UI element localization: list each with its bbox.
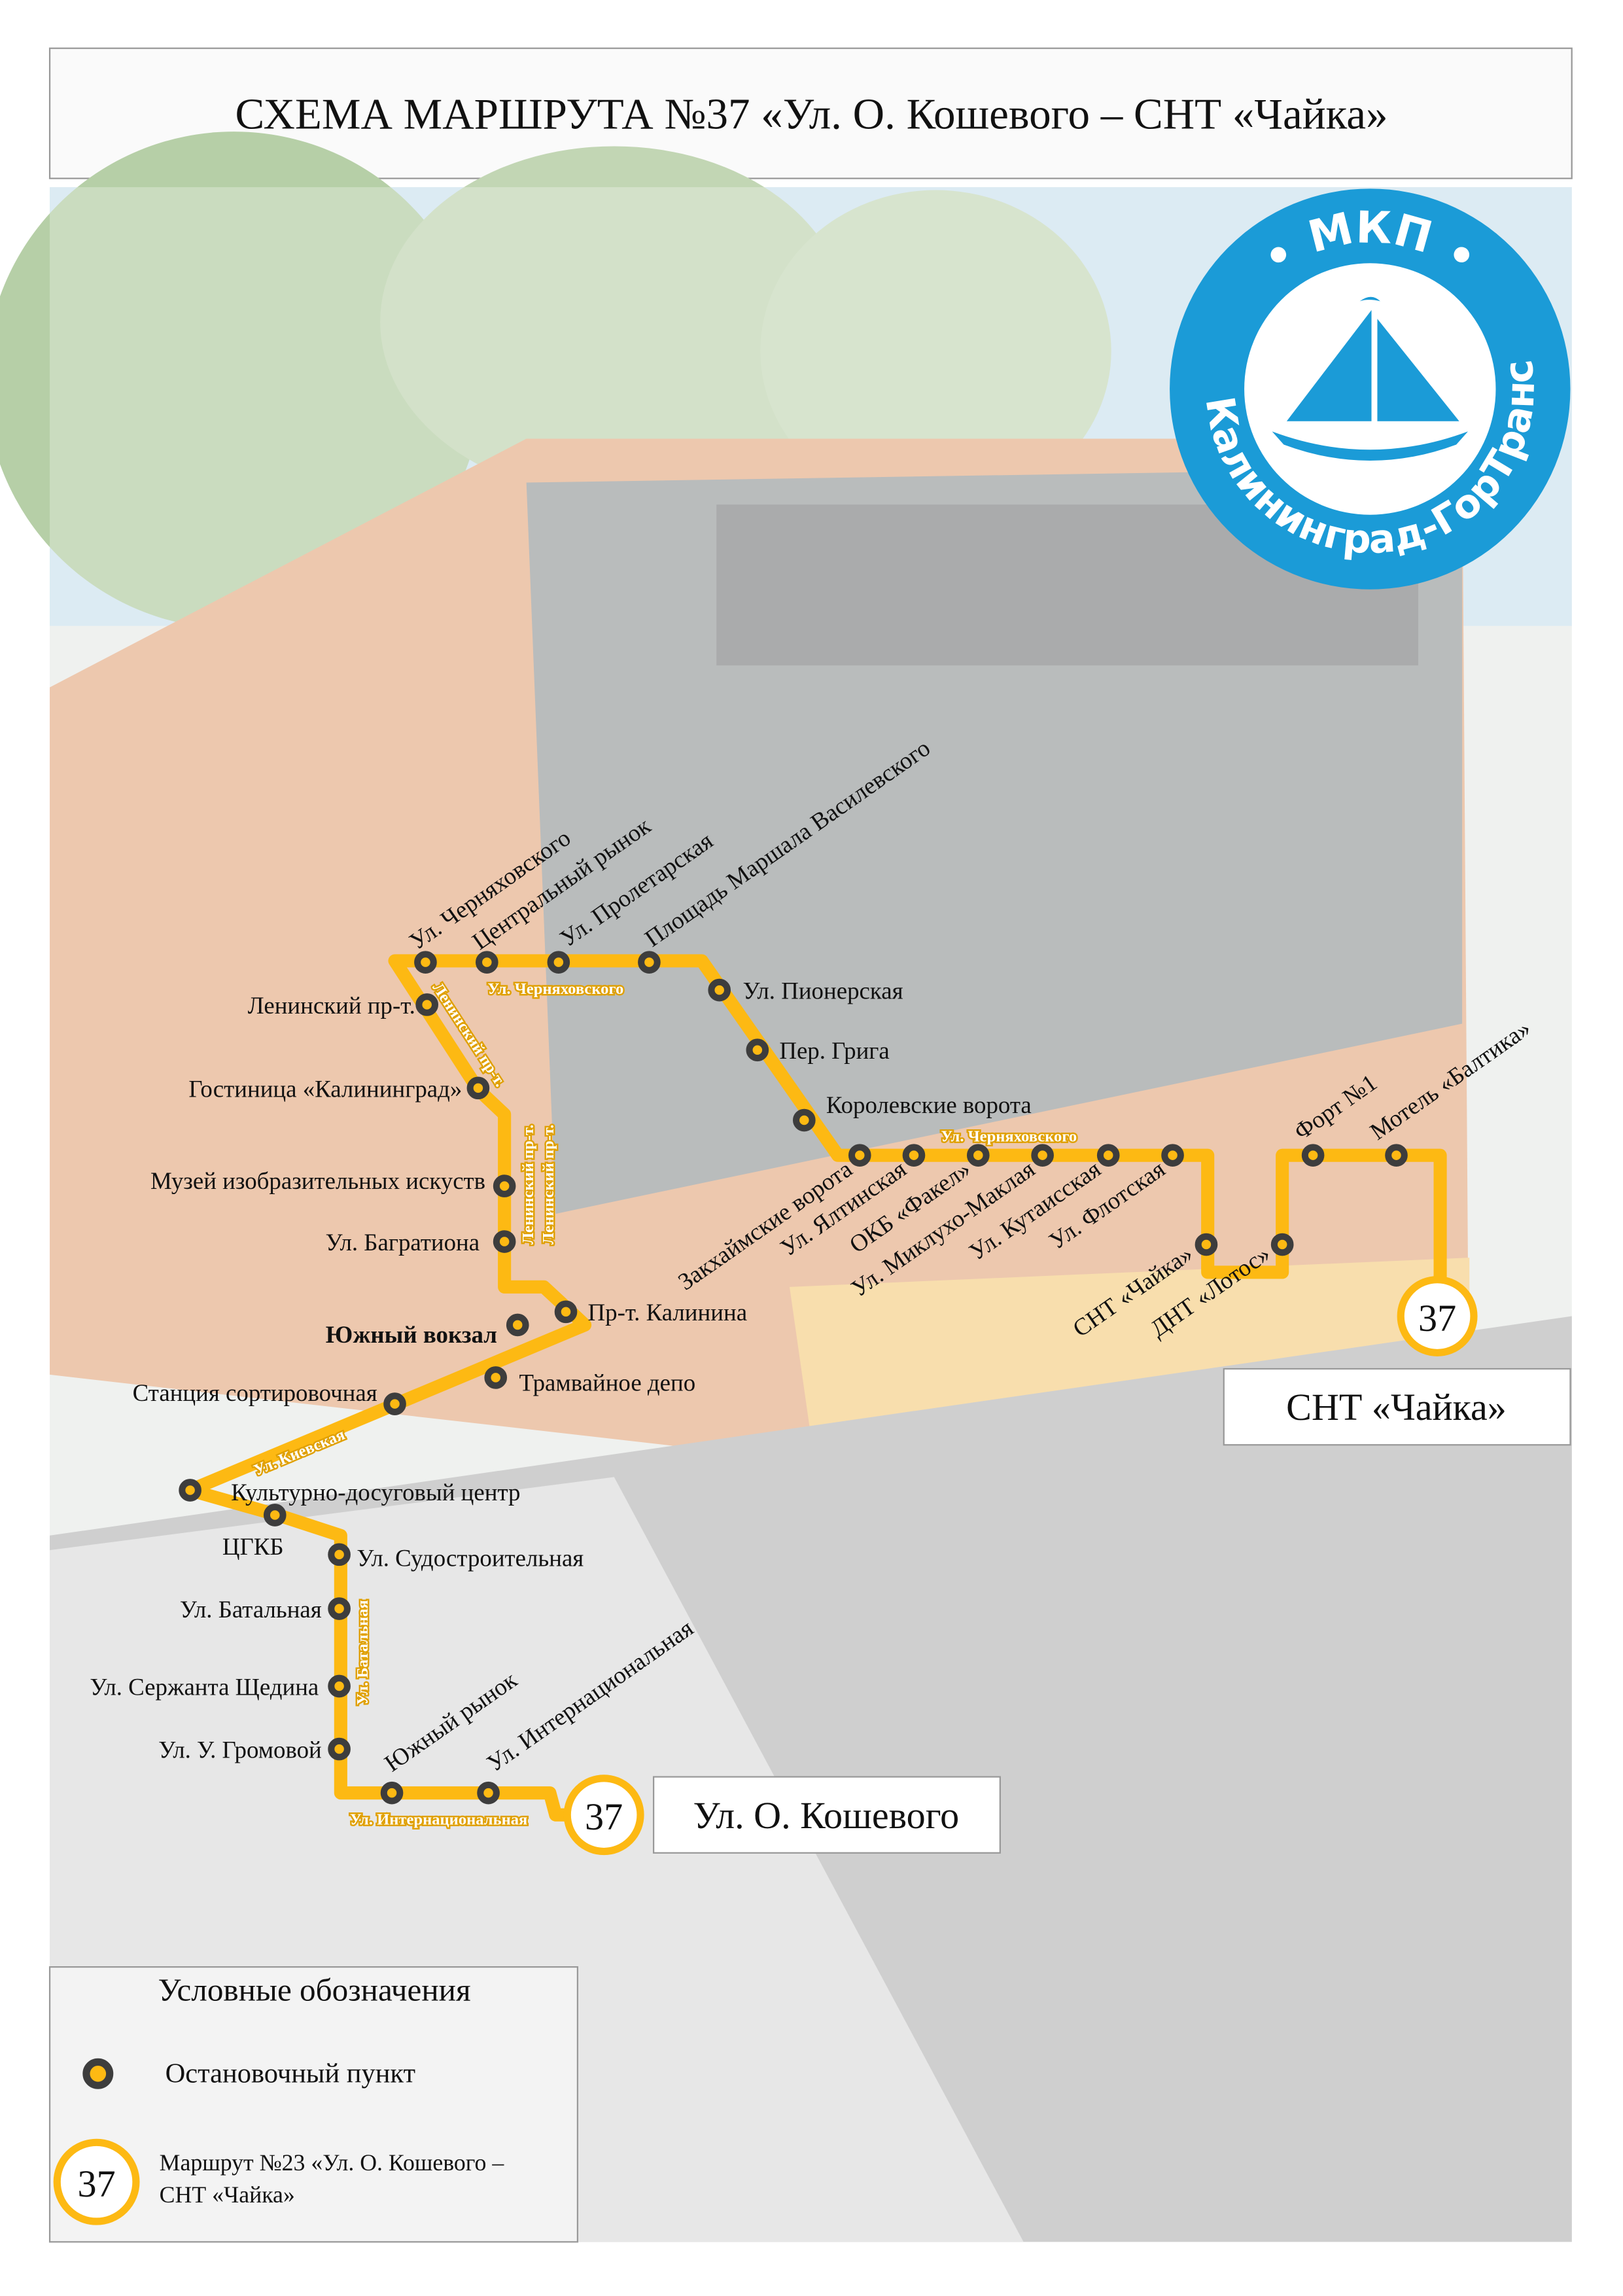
stop-marker-icon[interactable]: [554, 1300, 578, 1324]
legend-route-number: 37: [78, 2163, 116, 2205]
stop-marker-icon[interactable]: [493, 1174, 516, 1197]
legend-title: Условные обозначения: [158, 1972, 471, 2008]
stop-label[interactable]: Станция сортировочная: [133, 1379, 377, 1406]
stop-label[interactable]: Ул. У. Громовой: [158, 1737, 321, 1763]
stop-marker-icon[interactable]: [328, 1674, 351, 1698]
terminal-end-badge: 37: [1397, 1276, 1478, 1356]
street-label: Ул. Батальная: [354, 1600, 372, 1705]
terminal-start-name: Ул. О. Кошевого: [693, 1794, 960, 1837]
mkp-logo: • МКП • Калининград-ГорТранс: [1170, 188, 1571, 590]
legend-route-line1: Маршрут №23 «Ул. О. Кошевого –: [160, 2149, 505, 2176]
street-label: Ул. Интернациональная: [350, 1810, 528, 1828]
stop-label[interactable]: Ул. Багратиона: [326, 1229, 480, 1256]
stop-marker-icon[interactable]: [1031, 1144, 1054, 1167]
stop-marker-icon[interactable]: [328, 1597, 351, 1620]
street-label: Ул. Черняховского: [941, 1127, 1077, 1145]
stop-marker-icon: [82, 2058, 114, 2089]
legend: Условные обозначения Остановочный пункт …: [48, 1966, 579, 2243]
route-line: [183, 954, 1447, 1822]
street-label: Ул. Черняховского: [487, 980, 623, 998]
stop-marker-icon[interactable]: [1096, 1144, 1120, 1167]
stop-marker-icon[interactable]: [1301, 1144, 1325, 1167]
page-title: СХЕМА МАРШРУТА №37 «Ул. О. Кошевого – СН…: [236, 90, 1388, 139]
stop-marker-icon[interactable]: [547, 951, 570, 974]
stop-label[interactable]: Ул. Батальная: [180, 1596, 322, 1623]
stop-label[interactable]: Ул. Пионерская: [742, 978, 903, 1004]
stop-label[interactable]: Пр-т. Калинина: [588, 1299, 748, 1326]
stop-marker-icon[interactable]: [1385, 1144, 1408, 1167]
stop-marker-icon[interactable]: [708, 978, 731, 1002]
stop-marker-icon[interactable]: [1161, 1144, 1184, 1167]
legend-stop-label: Остановочный пункт: [166, 2058, 415, 2089]
stop-marker-icon[interactable]: [380, 1781, 404, 1805]
stop-marker-icon[interactable]: [484, 1366, 508, 1389]
stop-marker-icon[interactable]: [848, 1144, 871, 1167]
terminal-start-label: Ул. О. Кошевого: [652, 1776, 1001, 1854]
stop-marker-icon[interactable]: [1195, 1233, 1218, 1256]
stop-marker-icon[interactable]: [476, 951, 498, 974]
stop-label[interactable]: Культурно-досуговый центр: [231, 1479, 520, 1506]
stop-label[interactable]: Королевские ворота: [826, 1091, 1032, 1118]
stop-marker-icon[interactable]: [966, 1144, 990, 1167]
terminal-end-name: СНТ «Чайка»: [1286, 1386, 1507, 1428]
street-label: Ленинский пр-т.: [540, 1125, 557, 1245]
stop-marker-icon[interactable]: [263, 1504, 287, 1527]
stop-label[interactable]: Ленинский пр-т.: [248, 992, 415, 1019]
stop-marker-icon[interactable]: [493, 1230, 516, 1253]
terminal-start-badge: 37: [563, 1775, 644, 1856]
stop-label[interactable]: Трамвайное депо: [519, 1369, 695, 1396]
stop-marker-icon[interactable]: [793, 1108, 816, 1132]
stop-marker-icon[interactable]: [415, 993, 439, 1016]
stop-marker-icon[interactable]: [746, 1038, 769, 1062]
street-label: Ленинский пр-т.: [519, 1125, 537, 1245]
stop-marker-icon[interactable]: [328, 1737, 351, 1761]
route-number: 37: [1418, 1297, 1456, 1339]
stop-marker-icon[interactable]: [902, 1144, 926, 1167]
stop-label[interactable]: ЦГКБ: [222, 1533, 284, 1560]
stop-marker-icon[interactable]: [414, 951, 437, 974]
stop-marker-icon[interactable]: [328, 1543, 351, 1566]
stop-label[interactable]: Южный вокзал: [326, 1321, 497, 1348]
route-badge-icon: 37: [53, 2138, 140, 2225]
legend-route-line2: СНТ «Чайка»: [160, 2181, 295, 2208]
stop-marker-icon[interactable]: [477, 1781, 500, 1805]
stop-label[interactable]: Ул. Сержанта Щедина: [90, 1673, 319, 1700]
stop-marker-icon[interactable]: [179, 1479, 201, 1502]
stop-marker-icon[interactable]: [1270, 1233, 1294, 1256]
stop-label[interactable]: Пер. Грига: [779, 1037, 889, 1064]
stop-label[interactable]: Ул. Судостроительная: [357, 1545, 584, 1572]
stop-marker-icon[interactable]: [383, 1392, 406, 1415]
stop-marker-icon[interactable]: [506, 1313, 529, 1337]
stop-marker-icon[interactable]: [638, 951, 661, 974]
stop-label[interactable]: Гостиница «Калининград»: [188, 1075, 462, 1102]
route-number: 37: [585, 1795, 623, 1838]
terminal-end-label: СНТ «Чайка»: [1223, 1368, 1571, 1446]
stop-label[interactable]: Музей изобразительных искуств: [150, 1167, 485, 1194]
stop-marker-icon[interactable]: [466, 1076, 490, 1100]
